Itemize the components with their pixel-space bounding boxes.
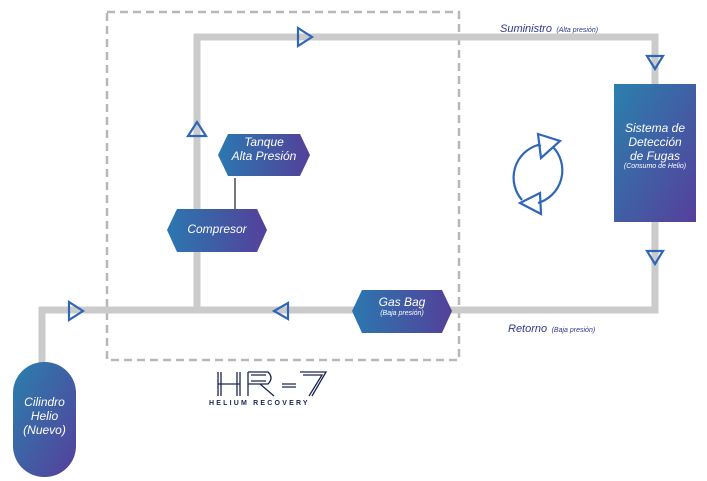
return-pressure-label: (Baja presión): [551, 327, 596, 334]
tank-line2: Alta Presión: [231, 148, 297, 163]
cylinder-line2: Helio: [30, 408, 59, 423]
supply-pressure-label: (Alta presión): [556, 27, 599, 34]
supply-pipe: [193, 33, 659, 310]
compressor-node-shape: [167, 209, 267, 252]
gas-bag-node[interactable]: Gas Bag (Baja presión): [352, 295, 452, 318]
tank-line1: Tanque: [244, 135, 284, 149]
supply-label: Suministro: [500, 23, 552, 35]
refresh-cycle-icon: [512, 132, 564, 216]
logo-subtitle: HELIUM RECOVERY: [209, 400, 310, 407]
tank-node-shape: [218, 134, 310, 176]
detection-system-node-shape: [614, 84, 696, 222]
gas-bag-label: Gas Bag: [378, 295, 426, 309]
flow-arrow-icon: [67, 299, 86, 323]
pipe-network: [38, 33, 659, 365]
hr7-logo: [217, 371, 328, 397]
cylinder-line3: (Nuevo): [23, 422, 66, 437]
gas-bag-pressure: (Baja presión): [380, 309, 424, 317]
compressor-node[interactable]: Compresor: [167, 222, 267, 237]
detection-line1: Sistema de: [624, 121, 686, 135]
detection-line2: Detección: [628, 134, 682, 149]
flow-arrow-icon: [645, 249, 665, 267]
return-label: Retorno: [508, 323, 548, 335]
return-edge-label: Retorno (Baja presión): [508, 319, 595, 337]
gas-bag-node-shape: [352, 290, 452, 333]
supply-edge-label: Suministro (Alta presión): [500, 19, 598, 37]
tank-node[interactable]: Tanque Alta Presión: [218, 135, 310, 164]
return-pipe: [38, 222, 659, 365]
hr7-system-boundary: [105, 10, 461, 362]
detection-consumption: (Consumo de Helio): [623, 163, 687, 171]
flow-arrow-icon: [645, 54, 665, 72]
flow-arrow-icon: [296, 25, 315, 49]
helium-cylinder-node[interactable]: Cilindro Helio (Nuevo): [13, 395, 76, 437]
flow-arrow-icon: [271, 301, 290, 321]
detection-line3: de Fugas: [629, 148, 681, 163]
detection-system-node[interactable]: Sistema de Detección de Fugas (Consumo d…: [614, 121, 696, 171]
flow-arrow-icon: [185, 119, 209, 138]
compressor-label: Compresor: [187, 222, 247, 236]
cylinder-line1: Cilindro: [24, 395, 65, 409]
helium-cylinder-node-shape: [13, 362, 76, 477]
